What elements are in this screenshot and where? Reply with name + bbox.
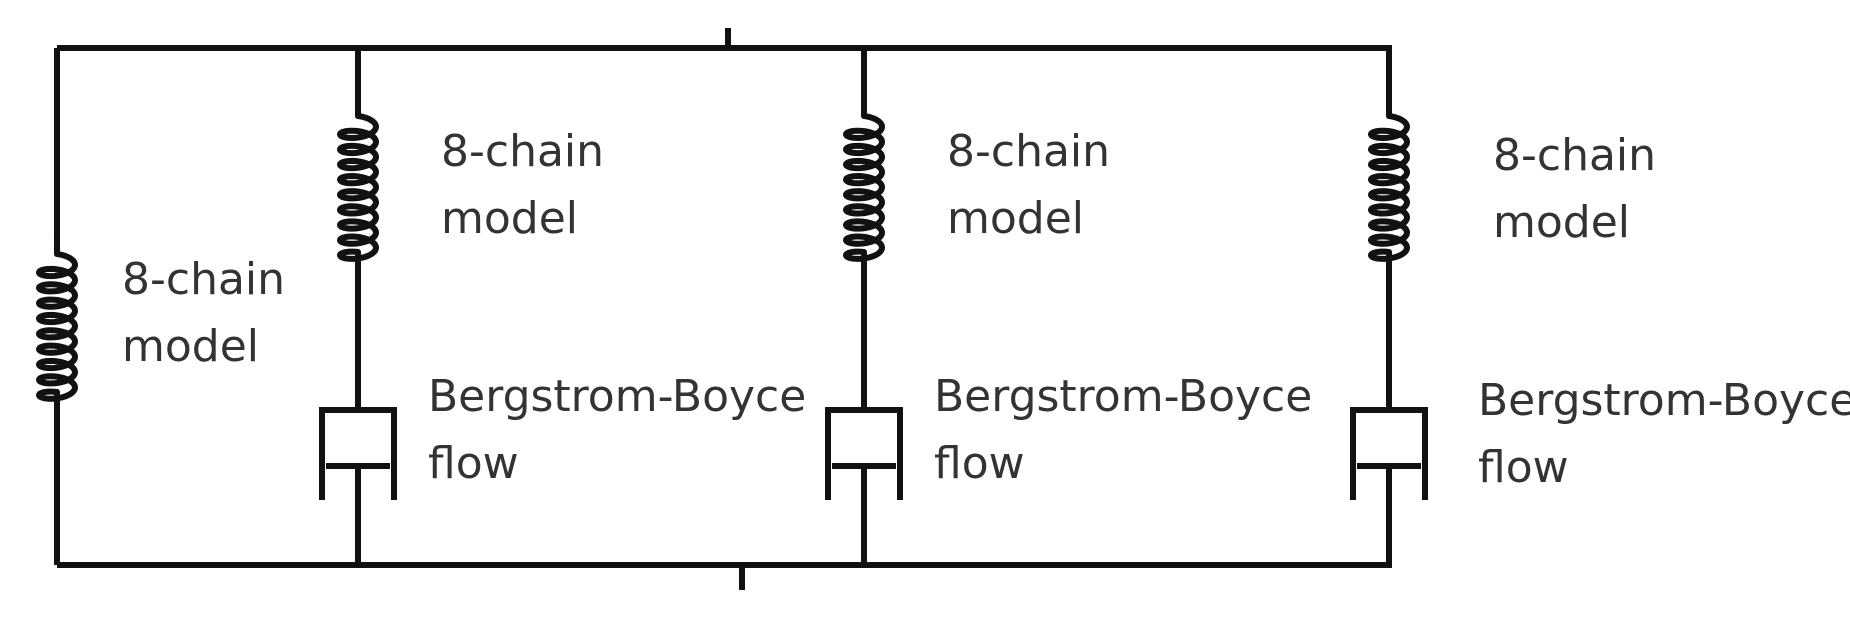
branch-4-spring [1368,97,1410,271]
branch-1-spring [36,235,78,411]
branch-2-dashpot [319,407,397,565]
branch-1-spring-label: 8-chain model [122,254,299,372]
branch-2-network: 8-chain model Bergstrom-Boyce flow [319,48,820,565]
branch-1-equilibrium: 8-chain model [36,48,299,565]
branch-4-dashpot-label: Bergstrom-Boyce flow [1478,375,1850,493]
branch-3-dashpot-cylinder [825,407,903,500]
branch-4-dashpot [1350,407,1428,565]
branch-3-dashpot [825,407,903,565]
branch-4-spring-label: 8-chain model [1493,130,1670,248]
branch-3-network: 8-chain model Bergstrom-Boyce flow [825,48,1326,565]
branch-4-dashpot-cylinder [1350,407,1428,500]
branch-4-network: 8-chain model Bergstrom-Boyce flow [1350,48,1850,565]
branch-2-spring-label: 8-chain model [441,126,618,244]
branch-3-spring-label: 8-chain model [947,126,1124,244]
branch-2-dashpot-label: Bergstrom-Boyce flow [428,371,820,489]
branch-2-dashpot-cylinder [319,407,397,500]
branch-2-spring [337,97,379,271]
branch-3-spring [843,97,885,271]
branch-3-dashpot-label: Bergstrom-Boyce flow [934,371,1326,489]
